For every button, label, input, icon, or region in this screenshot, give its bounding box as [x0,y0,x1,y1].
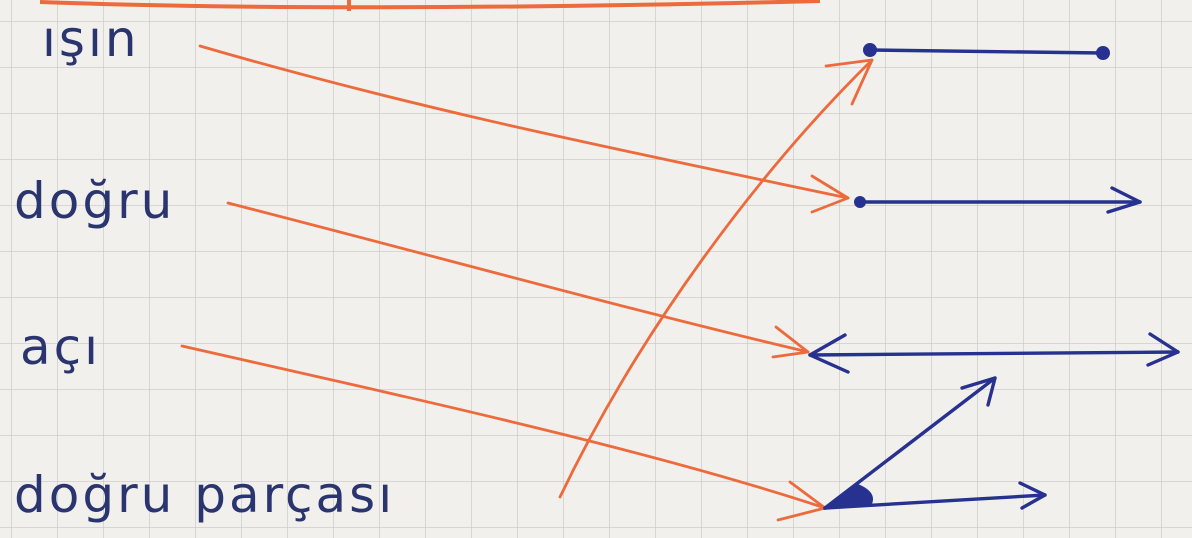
connector-ray [198,44,850,200]
connector-segment-arrowhead [824,58,874,106]
top-bracket-line [39,0,821,10]
term-segment: doğru parçası [14,466,396,524]
term-line: doğru [14,172,176,230]
term-ray: ışın [42,10,140,68]
connector-segment [558,58,874,499]
figure-angle-lower-ray [823,493,1047,510]
connector-angle [180,344,827,510]
figure-line-left-arrowhead [808,333,850,374]
connector-ray-arrowhead [810,174,850,214]
figure-ray-arrowhead [1106,186,1142,214]
segment-start-point [863,43,877,57]
figure-angle-upper-ray [823,376,997,510]
figure-angle-lower-arrowhead [1018,481,1047,510]
angle-mark [823,484,874,510]
figure-line [808,350,1180,357]
connector-line [226,201,810,354]
ray-start-point [854,196,866,208]
figure-line-right-arrowhead [1146,332,1180,367]
segment-end-point [1096,46,1110,60]
connector-line-arrowhead [771,325,810,359]
term-angle: açı [20,318,102,376]
figure-angle-upper-arrowhead [960,376,997,407]
figure-segment [868,48,1105,55]
